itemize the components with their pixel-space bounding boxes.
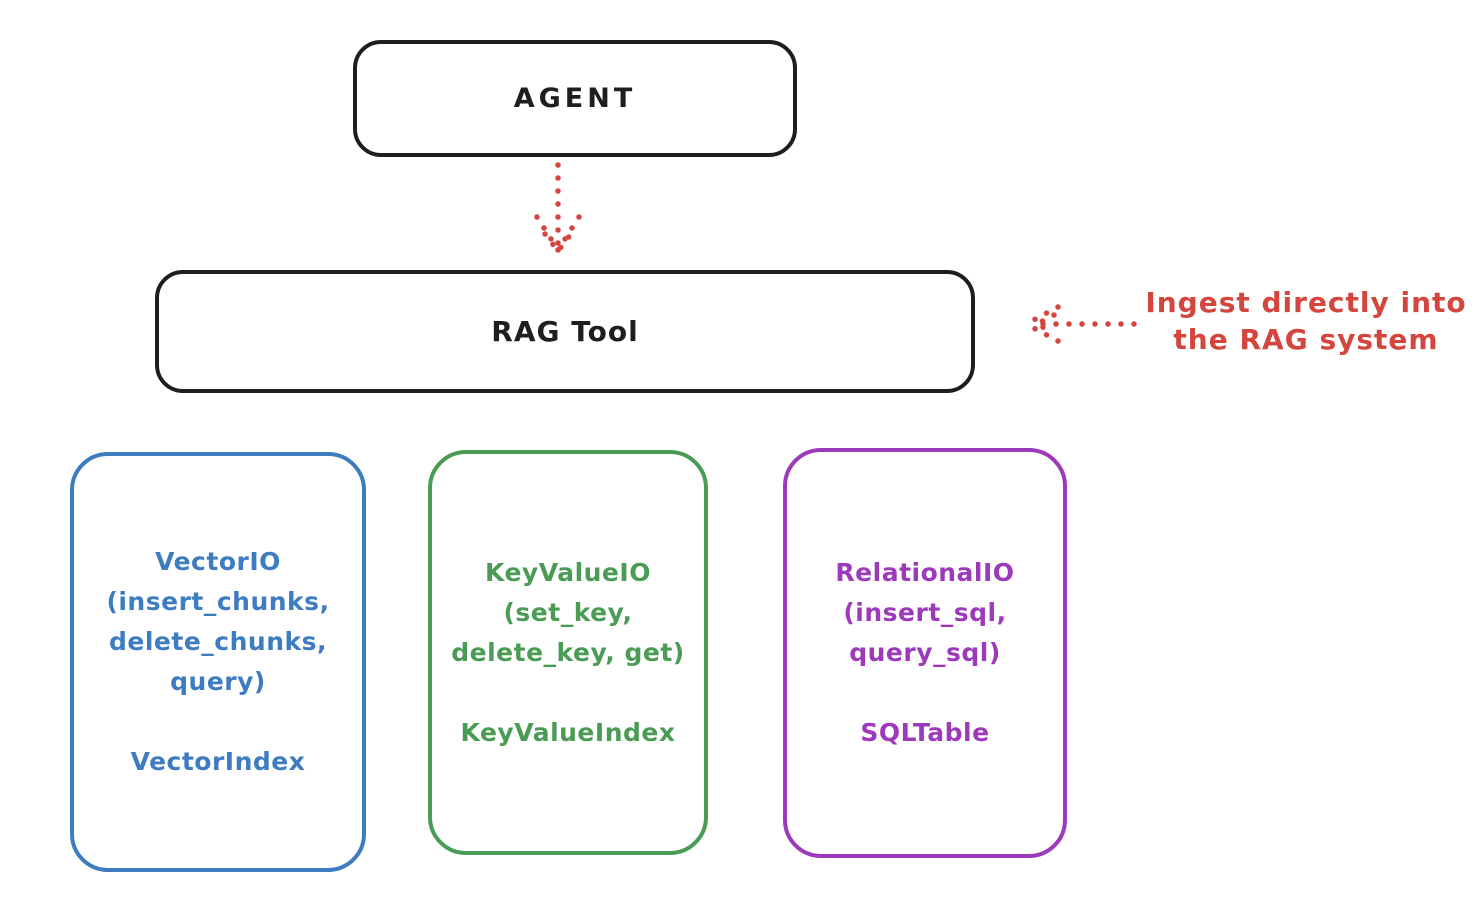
ingest-arrow-icon (1023, 304, 1137, 344)
agent-label: AGENT (513, 83, 637, 114)
keyvalue-io-line: delete_key, get) (451, 637, 685, 667)
vector-io-line: VectorIO (155, 547, 281, 576)
relational-io-line: (insert_sql, (843, 598, 1007, 627)
relational-io-signature: RelationalIO (insert_sql, query_sql) (835, 553, 1014, 673)
vector-io-box: VectorIO (insert_chunks, delete_chunks, … (70, 452, 366, 872)
sql-table-label: SQLTable (860, 718, 990, 747)
agent-box: AGENT (353, 40, 797, 157)
keyvalue-index-label: KeyValueIndex (460, 717, 676, 747)
relational-io-box: RelationalIO (insert_sql, query_sql) SQL… (783, 448, 1067, 858)
relational-io-line: RelationalIO (835, 558, 1015, 587)
vector-io-line: (insert_chunks, (106, 587, 330, 616)
rag-tool-box: RAG Tool (155, 270, 975, 393)
keyvalue-io-box: KeyValueIO (set_key, delete_key, get) Ke… (428, 450, 708, 855)
ingest-annotation: Ingest directly into the RAG system (1138, 284, 1474, 358)
vector-io-line: delete_chunks, (109, 627, 327, 656)
keyvalue-io-line: (set_key, (503, 597, 633, 627)
vector-io-signature: VectorIO (insert_chunks, delete_chunks, … (106, 542, 329, 702)
keyvalue-io-signature: KeyValueIO (set_key, delete_key, get) (451, 553, 684, 673)
ingest-annotation-line1: Ingest directly into (1145, 286, 1467, 319)
keyvalue-io-line: KeyValueIO (485, 557, 651, 587)
vector-io-line: query) (170, 667, 266, 696)
agent-to-rag-arrow-icon (534, 162, 582, 256)
vector-index-label: VectorIndex (130, 747, 306, 776)
relational-io-line: query_sql) (849, 638, 1001, 667)
rag-tool-label: RAG Tool (491, 315, 639, 348)
ingest-annotation-line2: the RAG system (1173, 323, 1439, 356)
